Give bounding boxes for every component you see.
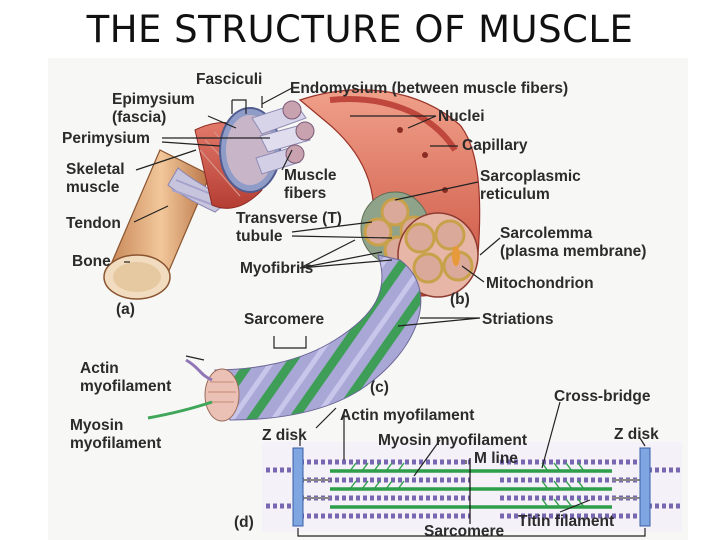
label-z-disk-right: Z disk <box>614 426 659 443</box>
label-perimysium: Perimysium <box>62 130 150 147</box>
actin-strand <box>185 358 213 382</box>
label-capillary: Capillary <box>462 137 528 154</box>
label-transverse: Transverse (T) <box>236 210 342 227</box>
label-panel-b: (b) <box>450 291 470 308</box>
fascicle-bundle <box>219 100 315 193</box>
label-sarcomere-top: Sarcomere <box>244 311 325 328</box>
leader-lines <box>124 87 646 513</box>
label-sarcoplasmic: Sarcoplasmic <box>480 168 581 185</box>
label-sarcomere-bottom: Sarcomere <box>424 523 505 540</box>
label-mitochondrion: Mitochondrion <box>486 275 594 292</box>
label-endomysium: Endomysium (between muscle fibers) <box>290 80 568 97</box>
label-fasciculi: Fasciculi <box>196 71 262 88</box>
label-m-line: M line <box>474 450 518 467</box>
label-panel-d: (d) <box>234 514 254 531</box>
sarcomere <box>262 442 682 537</box>
label-actin-myofilament-d: Actin myofilament <box>340 407 474 424</box>
label-reticulum: reticulum <box>480 186 550 203</box>
label-tubule: tubule <box>236 228 283 245</box>
label-skeletal-muscle: muscle <box>66 179 120 196</box>
label-titin-filament: Titin filament <box>518 513 614 530</box>
label-sarcolemma: Sarcolemma <box>500 225 593 242</box>
label-plasma-membrane: (plasma membrane) <box>500 243 646 260</box>
label-tendon: Tendon <box>66 215 121 232</box>
label-z-disk-left: Z disk <box>262 427 307 444</box>
myofibril-striated <box>204 254 422 422</box>
label-striations: Striations <box>482 311 553 328</box>
label-epimysium: Epimysium <box>112 91 195 108</box>
label-myosin: Myosin <box>70 417 123 434</box>
myosin-strand <box>147 400 213 420</box>
label-panel-a: (a) <box>116 301 135 318</box>
page-title: THE STRUCTURE OF MUSCLE <box>86 8 634 51</box>
label-myofibrils: Myofibrils <box>240 260 313 277</box>
label-nuclei: Nuclei <box>438 108 485 125</box>
label-myosin-myofilament: myofilament <box>70 435 161 452</box>
label-bone: Bone <box>72 253 111 270</box>
muscle-fiber <box>298 89 481 298</box>
label-cross-bridge: Cross-bridge <box>554 388 651 405</box>
label-myosin-myofilament-d: Myosin myofilament <box>378 432 527 449</box>
label-skeletal: Skeletal <box>66 161 125 178</box>
labels: Fasciculi Endomysium (between muscle fib… <box>62 71 659 540</box>
label-panel-c: (c) <box>370 379 389 396</box>
label-actin: Actin <box>80 360 119 377</box>
label-muscle-fibers-2: fibers <box>284 185 326 202</box>
label-epimysium-fascia: (fascia) <box>112 109 166 126</box>
label-muscle-fibers: Muscle <box>284 167 337 184</box>
label-actin-myofilament: myofilament <box>80 378 171 395</box>
